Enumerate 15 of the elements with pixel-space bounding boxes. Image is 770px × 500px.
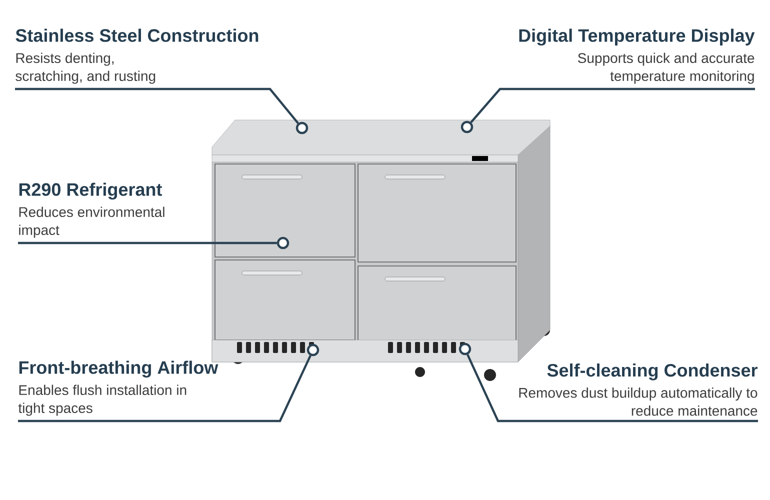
callout-text: R290 Refrigerant Reduces environmental impact — [19, 182, 164, 238]
leader-line — [466, 354, 758, 422]
callout-text: Front-breathing Airflow Enables flush installation in tight spaces — [18, 360, 218, 416]
leader-line — [18, 242, 277, 244]
marker-ring — [460, 120, 474, 134]
callout-text: Digital Temperature Display Supports quick and accurate temperature monitoring — [519, 28, 755, 84]
leader-line — [15, 88, 299, 124]
marker-ring — [276, 236, 290, 250]
marker-ring — [306, 344, 320, 356]
marker-ring — [296, 122, 308, 134]
leader-line — [470, 88, 755, 124]
leader-line — [18, 355, 312, 422]
callout-text: Stainless Steel Construction Resists denting, scratching, and rusting — [16, 28, 258, 84]
marker-ring — [458, 342, 472, 356]
callout-text: Self-cleaning Condenser Removes dust buildup automatically to reduce maintenance — [519, 363, 758, 416]
